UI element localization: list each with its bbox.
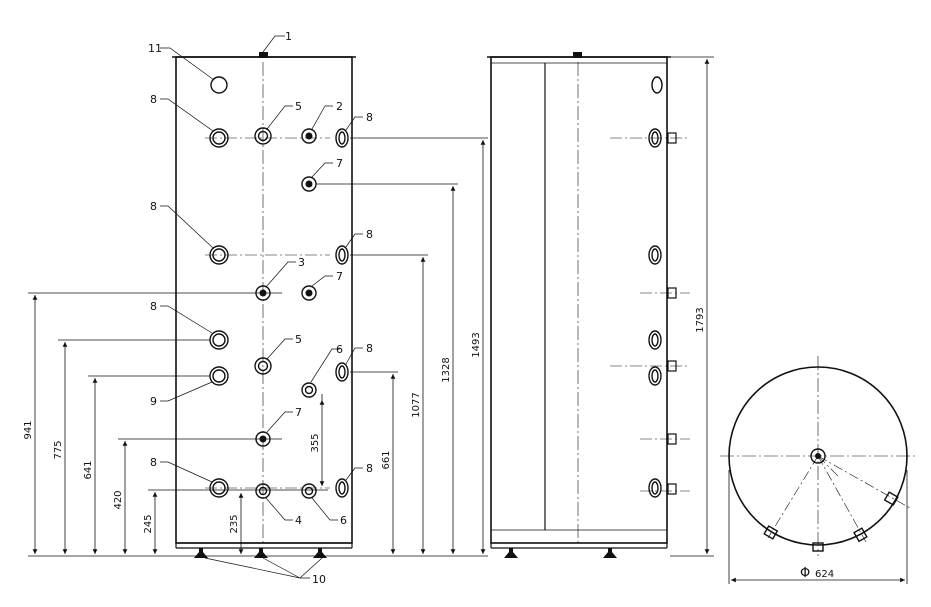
callout-8: 8 [150, 456, 157, 469]
dim-661: 661 [381, 450, 392, 469]
callout-7: 7 [295, 406, 302, 419]
side-legs [504, 548, 617, 558]
callout-11: 11 [148, 42, 162, 55]
connection-right-inner [301, 128, 317, 499]
connection-8-right [335, 128, 349, 498]
callout-10: 10 [312, 573, 326, 586]
legs [194, 548, 327, 558]
dim-1328: 1328 [441, 357, 452, 382]
side-tank-body [490, 56, 668, 544]
top-nozzle [259, 52, 268, 58]
diameter-value: 624 [815, 569, 834, 580]
callout-3: 3 [298, 256, 305, 269]
front-view: 941 775 641 420 245 235 355 661 1077 132… [23, 30, 488, 586]
side-view: 1793 [487, 52, 714, 558]
side-connections [648, 76, 677, 498]
callout-8: 8 [150, 200, 157, 213]
dim-1793: 1793 [695, 307, 706, 332]
dim-941: 941 [23, 420, 34, 439]
callout-8: 8 [366, 462, 373, 475]
callout-5: 5 [295, 100, 302, 113]
callout-4: 4 [295, 514, 302, 527]
callout-6: 6 [340, 514, 347, 527]
callout-8: 8 [150, 93, 157, 106]
connection-9 [209, 366, 229, 386]
callout-7: 7 [336, 270, 343, 283]
dim-1493: 1493 [471, 332, 482, 357]
callout-8: 8 [366, 111, 373, 124]
dim-1077: 1077 [411, 392, 422, 417]
callout-6: 6 [336, 343, 343, 356]
top-view: Φ 624 [720, 356, 916, 584]
callout-1: 1 [285, 30, 292, 43]
dim-355: 355 [310, 433, 321, 452]
dim-641: 641 [83, 460, 94, 479]
dim-775: 775 [53, 440, 64, 459]
dim-420: 420 [113, 490, 124, 509]
connection-8-left [209, 128, 229, 498]
connection-11 [210, 76, 228, 94]
top-connections [763, 491, 899, 552]
callout-7: 7 [336, 157, 343, 170]
dim-245: 245 [143, 514, 154, 533]
callout-8: 8 [366, 342, 373, 355]
callout-8: 8 [366, 228, 373, 241]
callout-2: 2 [336, 100, 343, 113]
callout-5: 5 [295, 333, 302, 346]
dim-235: 235 [229, 514, 240, 533]
diameter-symbol: Φ [800, 566, 810, 581]
callout-8: 8 [150, 300, 157, 313]
callout-9: 9 [150, 395, 157, 408]
